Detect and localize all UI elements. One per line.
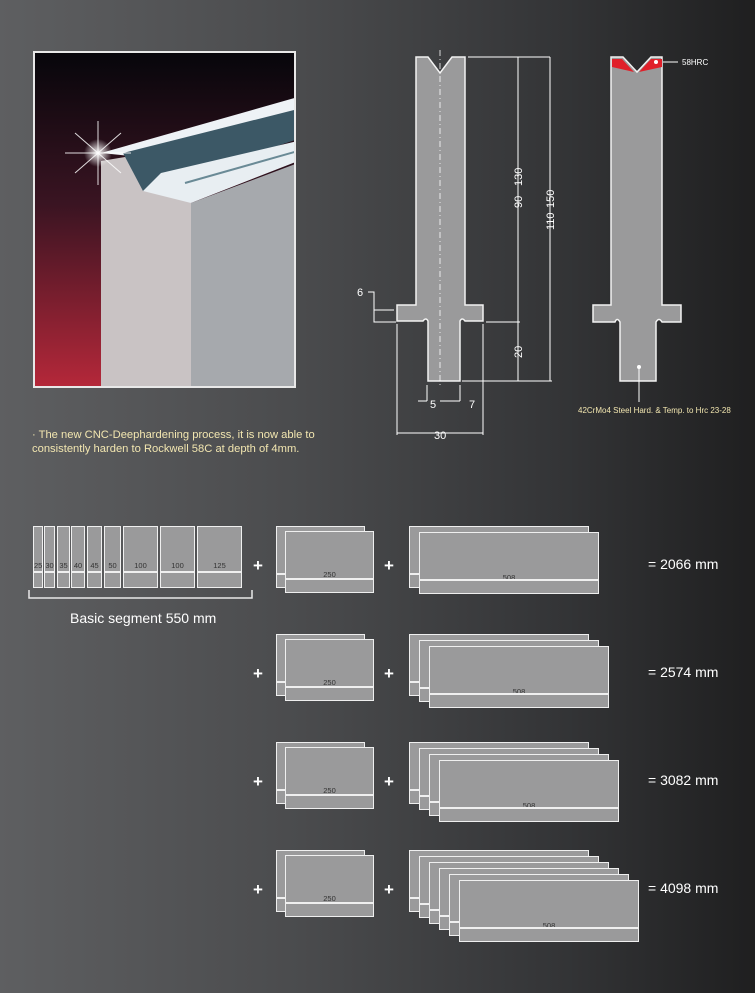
basic-seg-125: 125 xyxy=(197,526,242,588)
basic-segment-bracket xyxy=(28,590,253,599)
svg-text:58HRC: 58HRC xyxy=(682,58,708,67)
segment-508: 508 xyxy=(429,646,609,708)
segment-508: 508 xyxy=(459,880,639,942)
segment-250: 250 xyxy=(285,639,374,702)
hardness-drawing: 58HRC xyxy=(592,56,708,402)
segment-508: 508 xyxy=(419,532,599,594)
plus-sign: + xyxy=(384,664,394,683)
segment-250: 250 xyxy=(285,747,374,810)
svg-text:20: 20 xyxy=(513,346,525,358)
deephardening-caption: · The new CNC-Deephardening process, it … xyxy=(32,429,315,455)
svg-text:6: 6 xyxy=(357,287,363,299)
plus-sign: + xyxy=(253,556,263,575)
total-length: = 2066 mm xyxy=(648,556,719,572)
segment-508: 508 xyxy=(439,760,619,822)
segment-250: 250 xyxy=(285,855,374,918)
die-dimension-drawing: 6 90 130 110 150 20 5 7 30 xyxy=(357,50,557,440)
plus-sign: + xyxy=(384,772,394,791)
svg-text:7: 7 xyxy=(469,399,475,411)
product-photo xyxy=(33,51,296,388)
total-length: = 3082 mm xyxy=(648,772,719,788)
svg-text:30: 30 xyxy=(434,430,446,440)
basic-seg-35: 35 xyxy=(57,526,70,588)
plus-sign: + xyxy=(253,664,263,683)
svg-text:5: 5 xyxy=(430,399,436,411)
plus-sign: + xyxy=(253,772,263,791)
basic-seg-50: 50 xyxy=(104,526,121,588)
basic-seg-25: 25 xyxy=(33,526,43,588)
plus-sign: + xyxy=(253,880,263,899)
svg-text:90: 90 xyxy=(513,196,525,208)
total-length: = 4098 mm xyxy=(648,880,719,896)
svg-text:110: 110 xyxy=(545,212,557,230)
svg-text:150: 150 xyxy=(545,190,557,208)
svg-text:130: 130 xyxy=(513,168,525,186)
basic-segment-label: Basic segment 550 mm xyxy=(70,610,217,626)
material-note: 42CrMo4 Steel Hard. & Temp. to Hrc 23-28 xyxy=(578,406,731,415)
total-length: = 2574 mm xyxy=(648,664,719,680)
basic-seg-100b: 100 xyxy=(160,526,195,588)
plus-sign: + xyxy=(384,880,394,899)
basic-seg-40: 40 xyxy=(71,526,85,588)
basic-seg-30: 30 xyxy=(44,526,55,588)
basic-seg-45: 45 xyxy=(87,526,102,588)
segment-250: 250 xyxy=(285,531,374,594)
plus-sign: + xyxy=(384,556,394,575)
basic-seg-100a: 100 xyxy=(123,526,158,588)
